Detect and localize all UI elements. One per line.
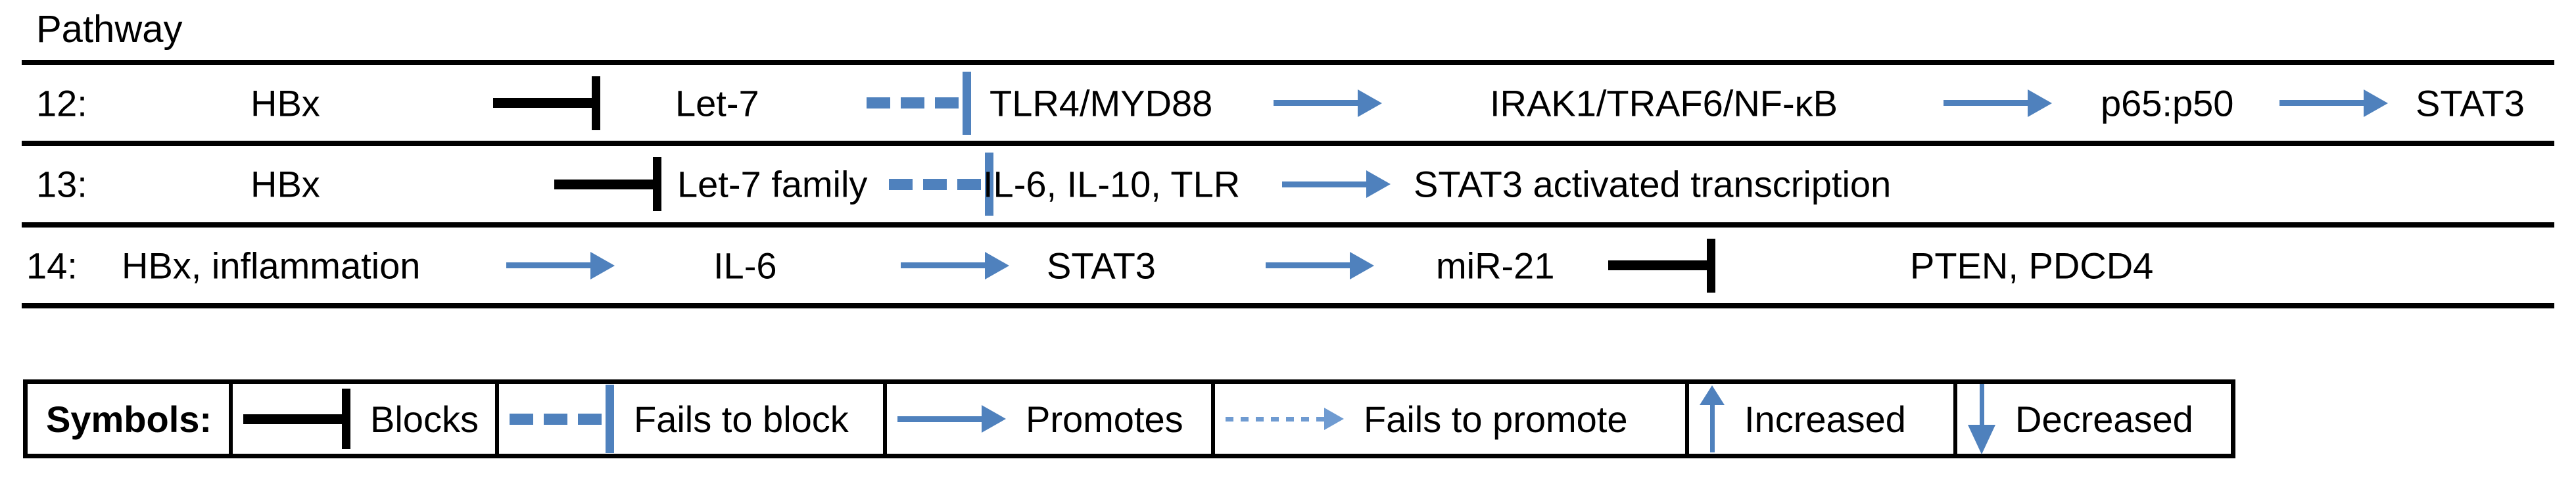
- node-label: HBx, inflammation: [122, 245, 421, 286]
- promotes-arrow-icon: [506, 251, 615, 279]
- legend-label: Promotes: [1026, 398, 1183, 440]
- legend-title-cell: Symbols:: [28, 384, 233, 454]
- legend-label: Fails to promote: [1364, 398, 1628, 440]
- row-id: 14:: [26, 245, 78, 286]
- legend-label: Increased: [1744, 398, 1906, 440]
- promotes-arrow-icon: [897, 405, 1006, 433]
- node-label: Let-7 family: [677, 163, 868, 205]
- blocks-icon: [1608, 238, 1715, 293]
- figure-title: Pathway: [36, 8, 183, 51]
- divider-line: [22, 141, 2554, 146]
- promotes-arrow-icon: [1282, 170, 1391, 198]
- node-label: STAT3: [2416, 82, 2525, 124]
- legend-title: Symbols:: [46, 398, 212, 440]
- node-label: TLR4/MYD88: [990, 82, 1213, 124]
- pathway-row-12: 12: HBx Let-7 TLR4/MYD88 IRAK1/TRAF6/NF-…: [0, 65, 2576, 141]
- legend-item-increased: Increased: [1689, 384, 1957, 454]
- pathway-row-13: 13: HBx Let-7 family IL-6, IL-10, TLR ST…: [0, 146, 2576, 222]
- blocks-icon: [554, 157, 661, 211]
- promotes-arrow-icon: [901, 251, 1009, 279]
- fails-to-block-icon: [510, 385, 614, 453]
- promotes-arrow-icon: [2279, 89, 2388, 117]
- node-label: PTEN, PDCD4: [1910, 245, 2154, 286]
- divider-line: [22, 222, 2554, 228]
- legend-item-fails-to-promote: Fails to promote: [1215, 384, 1689, 454]
- fails-to-promote-arrow-icon: [1226, 408, 1344, 430]
- fails-to-block-icon: [867, 71, 971, 135]
- row-id: 12:: [36, 82, 87, 124]
- node-label: HBx: [250, 163, 320, 205]
- node-label: miR-21: [1436, 245, 1555, 286]
- node-label: HBx: [250, 82, 320, 124]
- row-id: 13:: [36, 163, 87, 205]
- pathway-row-14: 14: HBx, inflammation IL-6 STAT3 miR-21 …: [0, 228, 2576, 303]
- promotes-arrow-icon: [1274, 89, 1382, 117]
- legend-item-decreased: Decreased: [1957, 383, 2240, 454]
- node-label: STAT3: [1047, 245, 1156, 286]
- symbols-legend: Symbols: Blocks Fails to block Promotes …: [23, 379, 2235, 458]
- promotes-arrow-icon: [1266, 251, 1374, 279]
- node-label: IL-6: [713, 245, 777, 286]
- blocks-icon: [493, 76, 600, 130]
- divider-line: [22, 60, 2554, 65]
- decreased-arrow-icon: [1968, 383, 1995, 454]
- node-label: p65:p50: [2101, 82, 2234, 124]
- node-label: Let-7: [675, 82, 759, 124]
- legend-label: Decreased: [2015, 398, 2193, 440]
- node-label: IRAK1/TRAF6/NF-κB: [1490, 82, 1838, 124]
- legend-item-blocks: Blocks: [233, 384, 499, 454]
- increased-arrow-icon: [1700, 385, 1725, 452]
- fails-to-block-icon: [889, 153, 993, 216]
- node-label: STAT3 activated transcription: [1414, 163, 1892, 205]
- divider-line: [22, 303, 2554, 308]
- promotes-arrow-icon: [1944, 89, 2052, 117]
- blocks-icon: [243, 389, 350, 449]
- legend-item-promotes: Promotes: [887, 384, 1215, 454]
- node-label: IL-6, IL-10, TLR: [983, 163, 1241, 205]
- legend-item-fails-to-block: Fails to block: [499, 384, 887, 454]
- legend-label: Fails to block: [634, 398, 849, 440]
- legend-label: Blocks: [370, 398, 479, 440]
